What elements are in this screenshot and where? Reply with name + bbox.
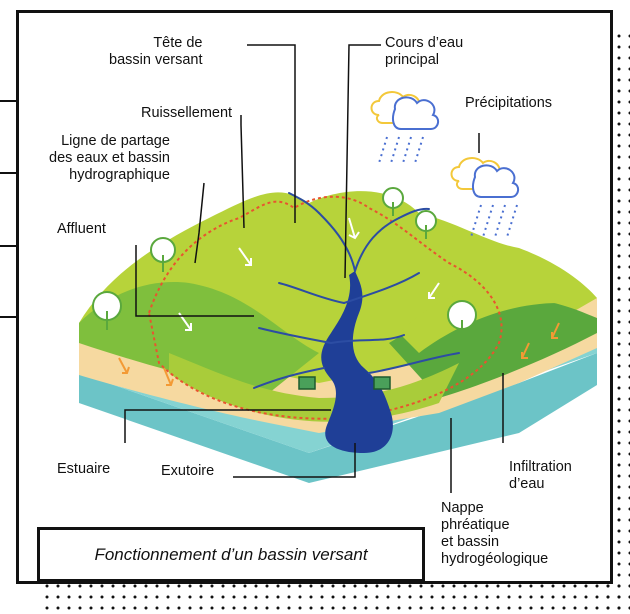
watershed-boundary — [147, 195, 503, 420]
rain-icon — [378, 136, 518, 238]
trees — [92, 187, 477, 339]
leader-lines — [124, 44, 504, 493]
groundwater-layer — [79, 353, 597, 483]
label-exutoire: Exutoire — [161, 463, 215, 479]
hill-right-top — [399, 285, 559, 353]
side-tick — [0, 172, 16, 174]
label-ruissellement: Ruissellement — [141, 105, 233, 121]
diagram-frame: Tête de bassin versant Cours d’eau princ… — [16, 10, 613, 584]
label-cours-eau: Cours d’eau principal — [385, 35, 464, 68]
side-tick — [0, 245, 16, 247]
tributaries — [253, 192, 460, 389]
label-ligne-partage: Ligne de partage des eaux et bassin hydr… — [49, 133, 170, 183]
soil-layer — [79, 298, 597, 433]
main-river — [321, 271, 393, 453]
label-nappe: Nappe phréatique et bassin hydrogéologiq… — [441, 500, 549, 567]
label-estuaire: Estuaire — [57, 461, 111, 477]
label-tete-bassin: Tête de bassin versant — [109, 35, 203, 68]
label-infiltration: Infiltration d’eau — [509, 459, 572, 492]
houses — [298, 376, 391, 390]
side-tick — [0, 100, 16, 102]
caption-box: Fonctionnement d’un bassin versant — [37, 527, 425, 582]
runoff-arrows — [178, 217, 440, 331]
side-tick — [0, 316, 16, 318]
label-affluent: Affluent — [57, 221, 106, 237]
watershed-illustration — [79, 44, 597, 493]
label-precipitations: Précipitations — [465, 95, 553, 111]
diagram-caption: Fonctionnement d’un bassin versant — [94, 544, 368, 564]
hill-left — [79, 282, 319, 393]
infiltration-arrows — [118, 322, 560, 386]
cloud-icon — [370, 91, 519, 198]
